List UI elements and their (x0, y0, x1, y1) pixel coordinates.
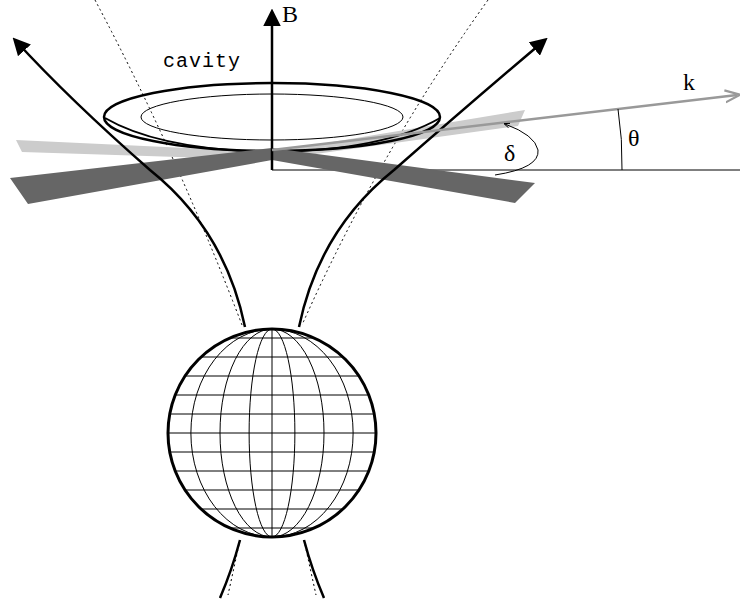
b-axis (271, 12, 274, 170)
delta-arc (495, 124, 538, 175)
vector-label: k (683, 70, 695, 94)
angle-label: θ (628, 126, 640, 150)
field-label: B (282, 2, 298, 26)
theta-arc (618, 109, 622, 170)
dashed-guide (95, 0, 488, 595)
globe (168, 329, 376, 537)
angle-label: δ (504, 141, 515, 165)
region-label: cavity (163, 52, 241, 72)
field-line (15, 40, 545, 598)
